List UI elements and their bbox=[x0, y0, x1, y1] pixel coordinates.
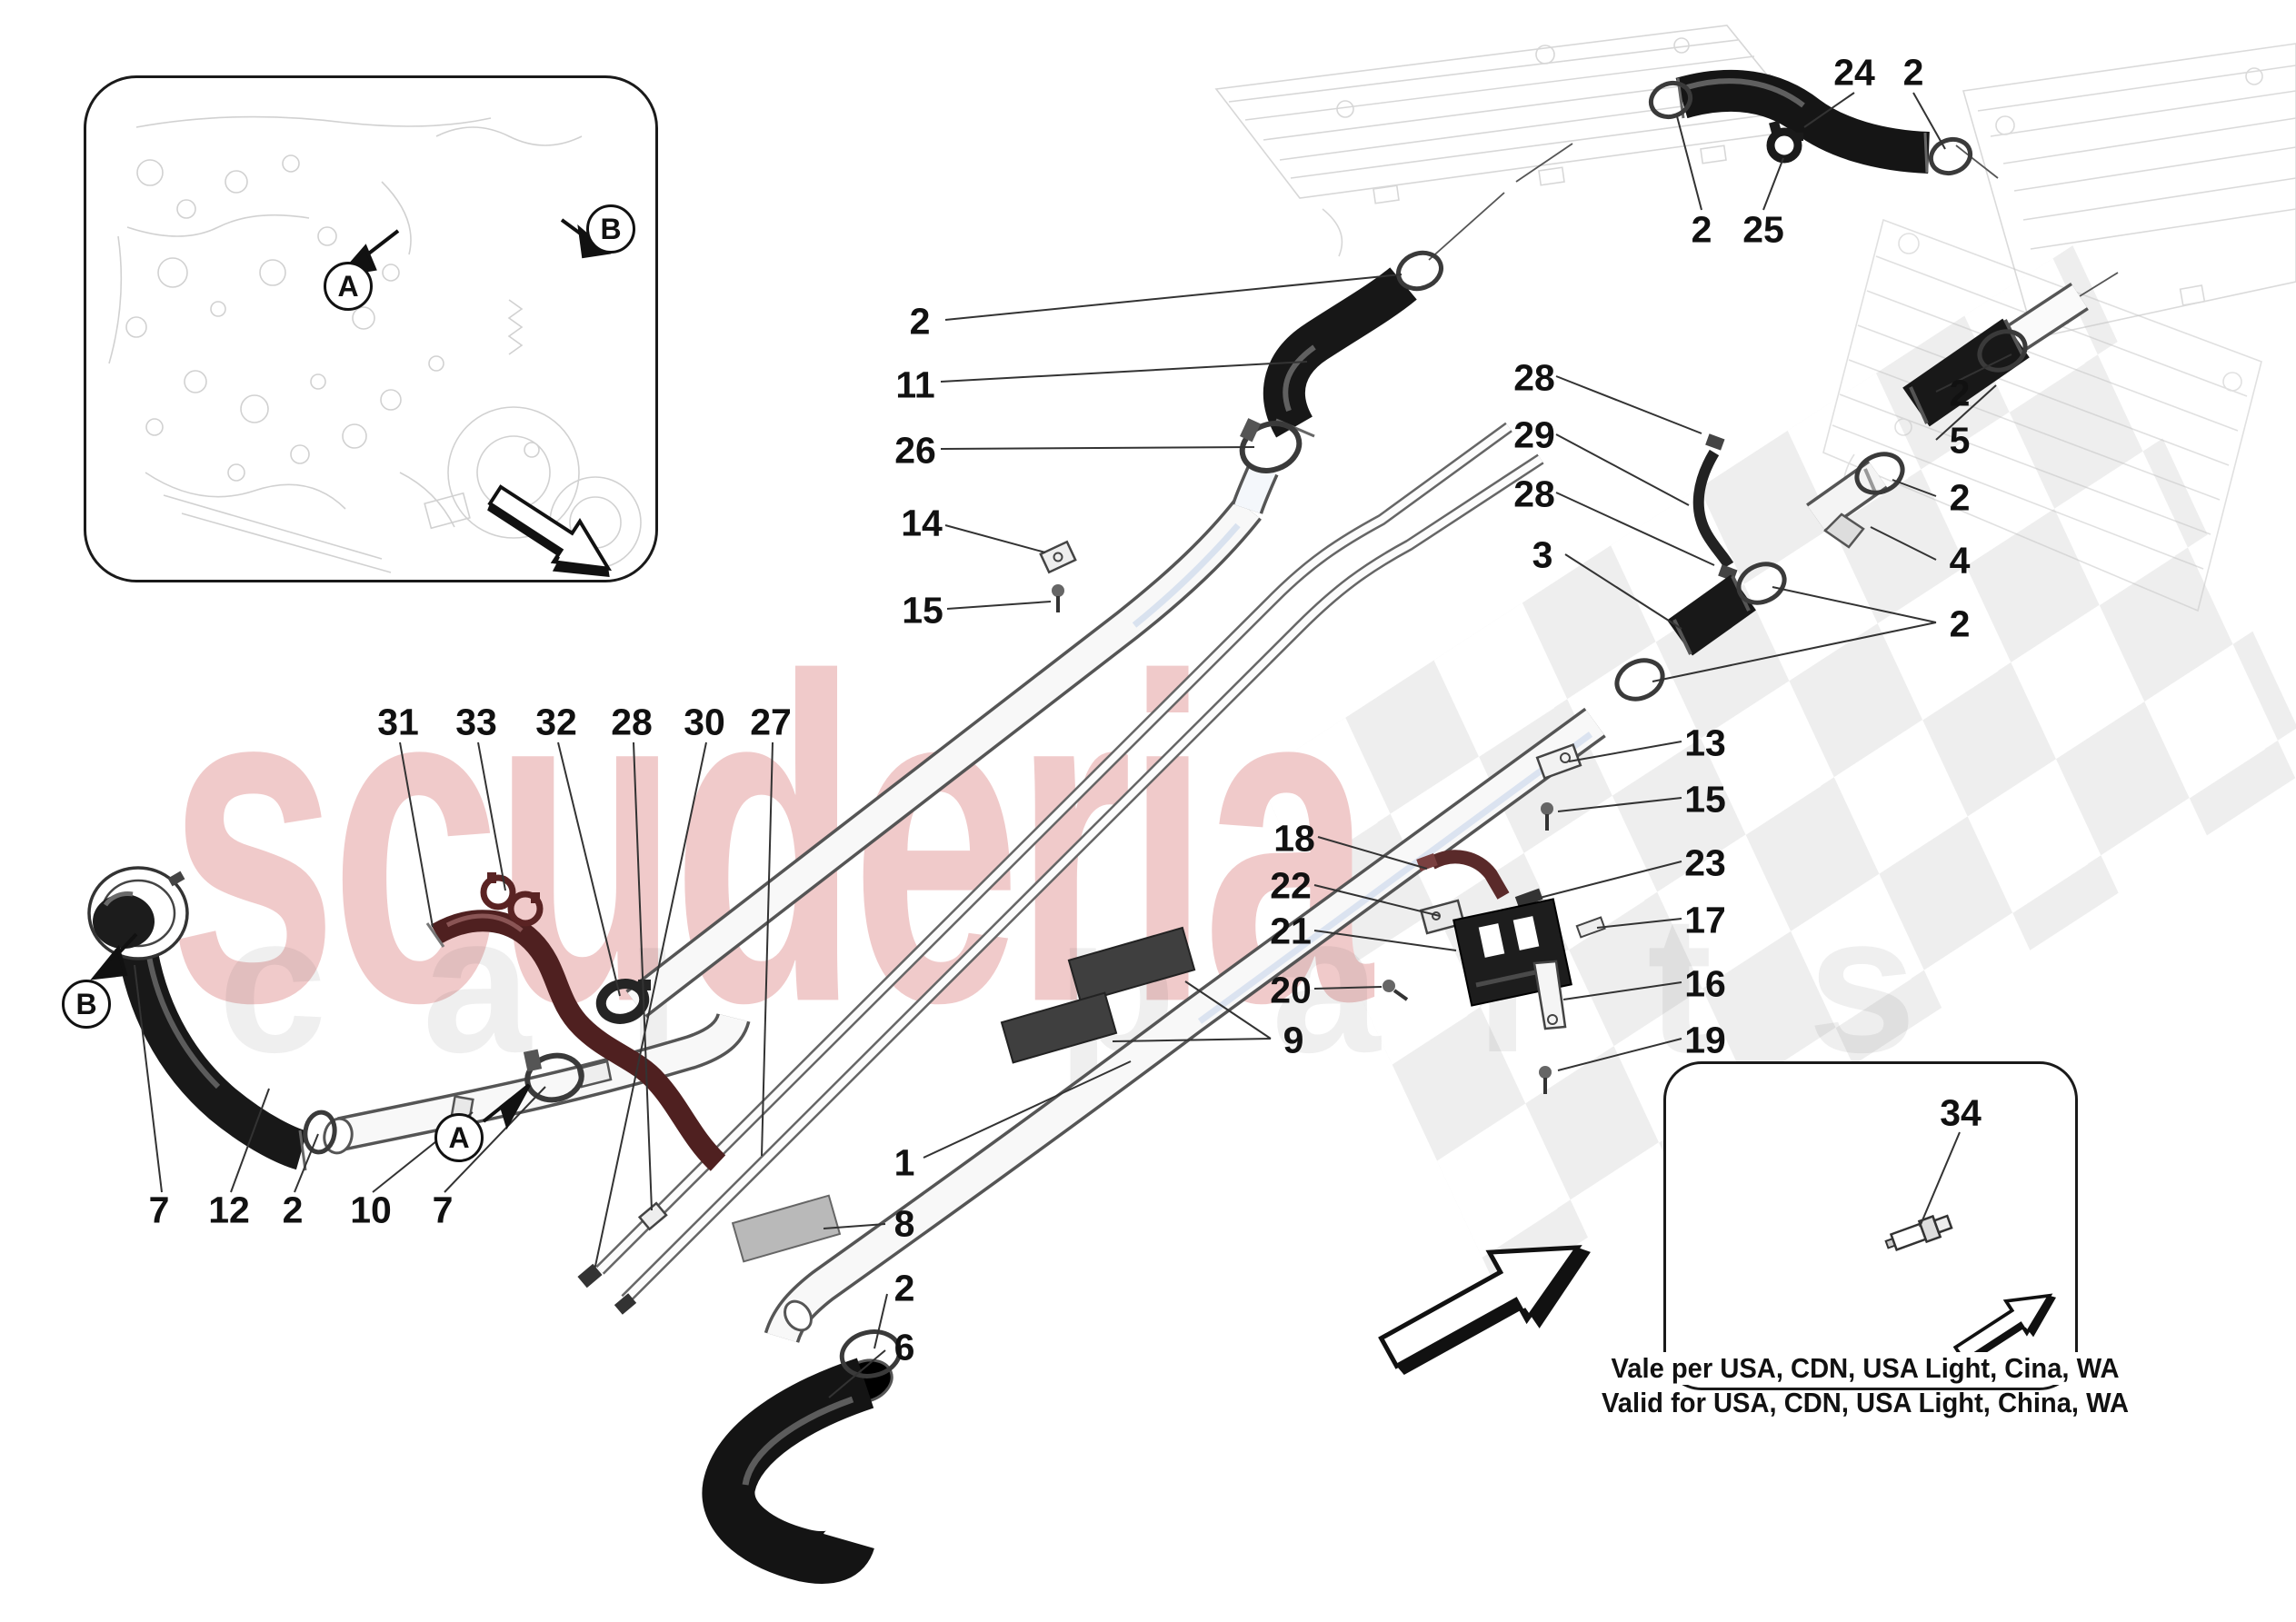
arrow-big-ne bbox=[1378, 1245, 1591, 1376]
callout-2: 2 bbox=[282, 1189, 304, 1231]
arrow-inset-corner bbox=[487, 484, 613, 578]
callout-21: 21 bbox=[1270, 910, 1312, 952]
pin-23[interactable] bbox=[1514, 888, 1543, 909]
clamp-33[interactable] bbox=[480, 872, 544, 927]
engine-location-inset bbox=[84, 75, 658, 582]
callout-12: 12 bbox=[208, 1189, 250, 1231]
callout-25: 25 bbox=[1742, 208, 1784, 251]
arrow-main-b bbox=[90, 932, 138, 980]
callout-3: 3 bbox=[1532, 533, 1553, 576]
callout-27: 27 bbox=[750, 701, 792, 743]
callout-5: 5 bbox=[1949, 419, 1971, 462]
hose-24[interactable] bbox=[1675, 69, 1931, 174]
callout-2: 2 bbox=[1949, 476, 1971, 519]
main-marker-b: B bbox=[62, 980, 111, 1029]
clip-14[interactable] bbox=[1039, 540, 1077, 574]
thin-pipes-27-30[interactable] bbox=[577, 422, 1544, 1315]
callout-1: 1 bbox=[893, 1141, 915, 1184]
callout-2: 2 bbox=[909, 300, 931, 343]
clip-28c[interactable] bbox=[637, 1201, 668, 1231]
validity-note-italian: Vale per USA, CDN, USA Light, Cina, WA bbox=[1603, 1352, 2127, 1385]
callout-15: 15 bbox=[1684, 778, 1726, 821]
sleeve-5[interactable] bbox=[1902, 318, 2030, 427]
pin-17[interactable] bbox=[1575, 916, 1606, 939]
callout-7: 7 bbox=[148, 1189, 170, 1231]
callout-15: 15 bbox=[902, 589, 943, 632]
pad-9b[interactable] bbox=[1000, 991, 1118, 1064]
inset-marker-b: B bbox=[586, 204, 635, 254]
pad-8[interactable] bbox=[731, 1194, 842, 1263]
clamp-rings[interactable] bbox=[303, 78, 2031, 1382]
callout-2: 2 bbox=[1949, 372, 1971, 414]
hose-11[interactable] bbox=[1263, 267, 1417, 438]
callout-34: 34 bbox=[1940, 1091, 1982, 1134]
callout-16: 16 bbox=[1684, 962, 1726, 1005]
assembly-guide-lines bbox=[1428, 143, 2119, 297]
callout-4: 4 bbox=[1949, 539, 1971, 582]
callout-11: 11 bbox=[895, 363, 935, 406]
callout-7: 7 bbox=[432, 1189, 454, 1231]
callout-10: 10 bbox=[350, 1189, 392, 1231]
callout-8: 8 bbox=[893, 1202, 915, 1245]
callout-26: 26 bbox=[894, 429, 936, 472]
main-marker-a: A bbox=[434, 1113, 484, 1162]
callout-32: 32 bbox=[535, 701, 577, 743]
callout-9: 9 bbox=[1283, 1019, 1304, 1061]
hose-6[interactable] bbox=[702, 1353, 897, 1584]
leader-lines bbox=[134, 92, 2012, 1398]
radiator-sketch-top-right bbox=[1962, 43, 2296, 339]
clamp-25[interactable] bbox=[1766, 120, 1803, 164]
callout-22: 22 bbox=[1270, 864, 1312, 907]
water-pipe-1[interactable] bbox=[764, 282, 2089, 1344]
clamp-26[interactable] bbox=[1235, 416, 1305, 479]
callout-28: 28 bbox=[1513, 473, 1555, 515]
inset-marker-a: A bbox=[324, 262, 373, 311]
screw-15b[interactable] bbox=[1541, 802, 1553, 831]
callout-19: 19 bbox=[1684, 1019, 1726, 1061]
callout-31: 31 bbox=[377, 701, 419, 743]
validity-note-english: Valid for USA, CDN, USA Light, China, WA bbox=[1601, 1387, 2130, 1418]
callout-6: 6 bbox=[893, 1326, 915, 1368]
callout-2: 2 bbox=[1691, 208, 1712, 251]
bracket-16[interactable] bbox=[1532, 960, 1567, 1030]
fitting-4[interactable] bbox=[1806, 460, 1888, 549]
arrow-main-a bbox=[482, 1083, 531, 1130]
callout-20: 20 bbox=[1270, 969, 1312, 1011]
callout-23: 23 bbox=[1684, 841, 1726, 884]
screw-20[interactable] bbox=[1383, 980, 1409, 1001]
pad-9a[interactable] bbox=[1067, 926, 1196, 1004]
sensor-34[interactable] bbox=[1883, 1211, 1953, 1255]
bracket-13[interactable] bbox=[1535, 742, 1582, 781]
clamp-7[interactable] bbox=[523, 1049, 586, 1105]
radiator-sketch-mid-right bbox=[1822, 218, 2262, 612]
screw-15a[interactable] bbox=[1052, 584, 1064, 612]
flange-7[interactable] bbox=[87, 866, 189, 960]
strap-18[interactable] bbox=[1416, 850, 1510, 900]
hose-31[interactable] bbox=[425, 910, 726, 1171]
hose-12[interactable] bbox=[116, 940, 308, 1171]
plate-22[interactable] bbox=[1419, 899, 1466, 935]
callout-28: 28 bbox=[1513, 356, 1555, 399]
callout-2: 2 bbox=[1949, 602, 1971, 645]
intercooler-sketch-top bbox=[1214, 25, 1812, 257]
hose-29[interactable] bbox=[1692, 433, 1738, 582]
callout-2: 2 bbox=[893, 1267, 915, 1309]
callout-17: 17 bbox=[1684, 899, 1726, 941]
callout-18: 18 bbox=[1273, 817, 1315, 860]
screw-19[interactable] bbox=[1539, 1066, 1552, 1094]
callout-2: 2 bbox=[1902, 51, 1924, 94]
callout-24: 24 bbox=[1833, 51, 1875, 94]
engine-sketch bbox=[108, 115, 642, 573]
callout-14: 14 bbox=[901, 502, 943, 544]
callout-33: 33 bbox=[455, 701, 497, 743]
callout-30: 30 bbox=[684, 701, 725, 743]
callout-29: 29 bbox=[1513, 413, 1555, 456]
callout-13: 13 bbox=[1684, 721, 1726, 764]
callout-28: 28 bbox=[611, 701, 653, 743]
